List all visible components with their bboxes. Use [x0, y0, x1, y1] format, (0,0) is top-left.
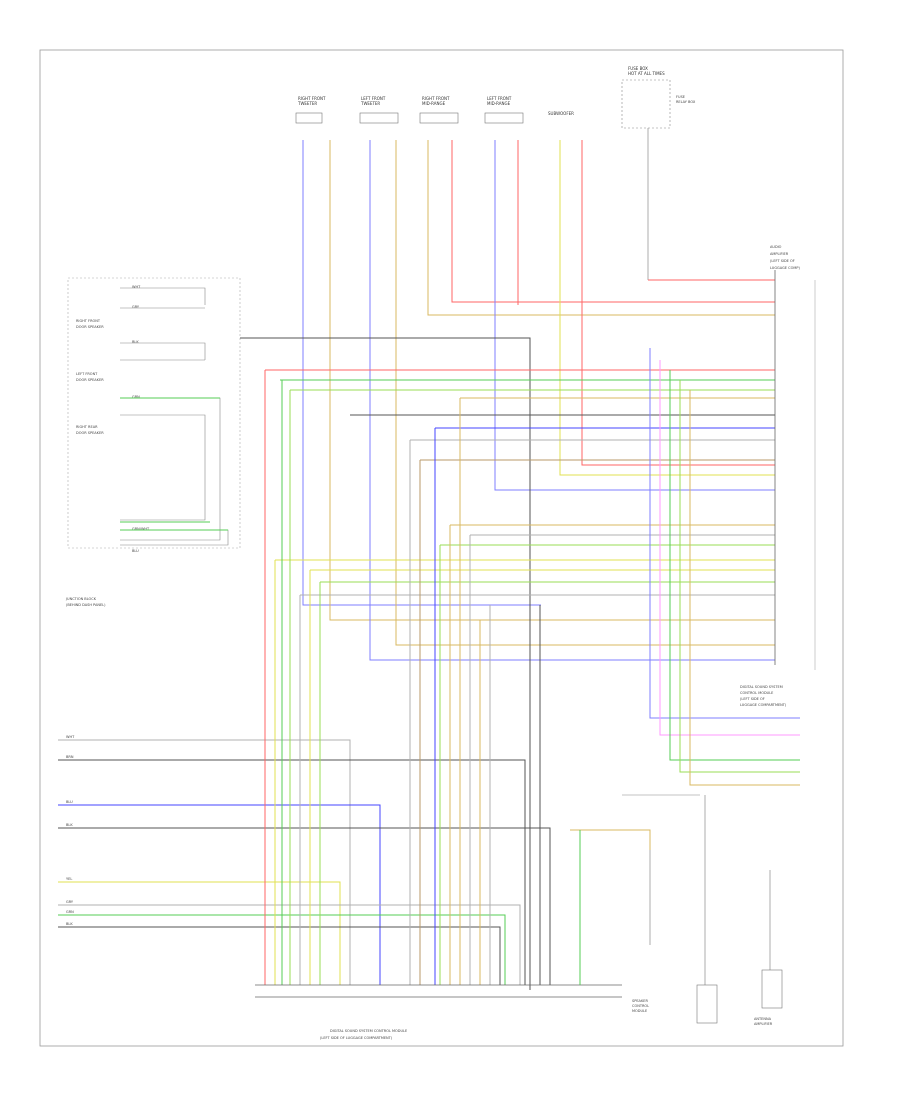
- svg-text:AMPLIFIER: AMPLIFIER: [770, 252, 789, 256]
- svg-text:GRY: GRY: [132, 305, 140, 309]
- svg-text:AUDIO: AUDIO: [770, 245, 782, 249]
- svg-text:GRY: GRY: [66, 900, 74, 904]
- svg-text:DOOR SPEAKER: DOOR SPEAKER: [76, 325, 104, 329]
- svg-text:JUNCTION BLOCK: JUNCTION BLOCK: [65, 597, 97, 601]
- svg-text:RIGHT REAR: RIGHT REAR: [76, 425, 98, 429]
- drop-wires: [264, 370, 541, 985]
- speaker-connector: SUBWOOFER: [548, 111, 574, 116]
- svg-text:RIGHT FRONT: RIGHT FRONT: [76, 319, 101, 323]
- diagram-frame: [39, 49, 844, 1047]
- svg-text:(LEFT SIDE OF: (LEFT SIDE OF: [770, 259, 795, 263]
- svg-text:(LEFT SIDE OF: (LEFT SIDE OF: [740, 697, 765, 701]
- upper-right-module-label: AUDIO AMPLIFIER (LEFT SIDE OF LUGGAGE CO…: [770, 245, 800, 270]
- svg-text:(LEFT SIDE OF LUGGAGE COMPARTM: (LEFT SIDE OF LUGGAGE COMPARTMENT): [320, 1036, 393, 1040]
- svg-text:WHT: WHT: [132, 285, 141, 289]
- svg-text:WHT: WHT: [66, 735, 75, 739]
- right-lower-pins: [649, 348, 800, 786]
- right-module-connector: [774, 270, 816, 670]
- bottom-connector: DIGITAL SOUND SYSTEM CONTROL MODULE (LEF…: [255, 984, 622, 1040]
- svg-text:DIGITAL SOUND SYSTEM: DIGITAL SOUND SYSTEM: [740, 685, 783, 689]
- svg-text:LEFT FRONT: LEFT FRONT: [76, 372, 98, 376]
- svg-text:LUGGAGE COMPARTMENT): LUGGAGE COMPARTMENT): [740, 703, 787, 707]
- svg-text:BLU: BLU: [132, 549, 139, 553]
- svg-text:DIGITAL SOUND SYSTEM CONTROL M: DIGITAL SOUND SYSTEM CONTROL MODULE: [330, 1029, 407, 1033]
- module-bus-wires: [240, 337, 775, 990]
- svg-text:YEL: YEL: [66, 877, 72, 881]
- svg-text:LUGGAGE COMP): LUGGAGE COMP): [770, 266, 800, 270]
- svg-text:DOOR SPEAKER: DOOR SPEAKER: [76, 378, 104, 382]
- svg-text:CONTROL MODULE: CONTROL MODULE: [740, 691, 773, 695]
- svg-text:(BEHIND DASH PANEL): (BEHIND DASH PANEL): [66, 603, 106, 607]
- module-label: DIGITAL SOUND SYSTEM CONTROL MODULE (LEF…: [740, 685, 787, 707]
- svg-text:DOOR SPEAKER: DOOR SPEAKER: [76, 431, 104, 435]
- speaker-title: SUBWOOFER: [548, 111, 574, 116]
- svg-text:BRN: BRN: [66, 755, 74, 759]
- svg-text:BLU: BLU: [66, 800, 73, 804]
- svg-text:BLK: BLK: [66, 823, 73, 827]
- svg-text:BLK: BLK: [66, 922, 73, 926]
- left-block-wire-labels: WHT GRY BLK GRN GRN/WHT BLU: [132, 285, 150, 553]
- svg-text:GRN/WHT: GRN/WHT: [132, 527, 150, 531]
- left-junction-block: RIGHT FRONT DOOR SPEAKER LEFT FRONT DOOR…: [65, 277, 241, 607]
- speaker-wire-bundle: [302, 140, 775, 661]
- svg-text:GRN: GRN: [66, 910, 74, 914]
- left-wire-labels: WHT BRN BLU BLK YEL GRY GRN BLK: [66, 735, 75, 926]
- svg-text:GRN: GRN: [132, 395, 140, 399]
- left-edge-wires: [58, 739, 551, 985]
- svg-text:BLK: BLK: [132, 340, 139, 344]
